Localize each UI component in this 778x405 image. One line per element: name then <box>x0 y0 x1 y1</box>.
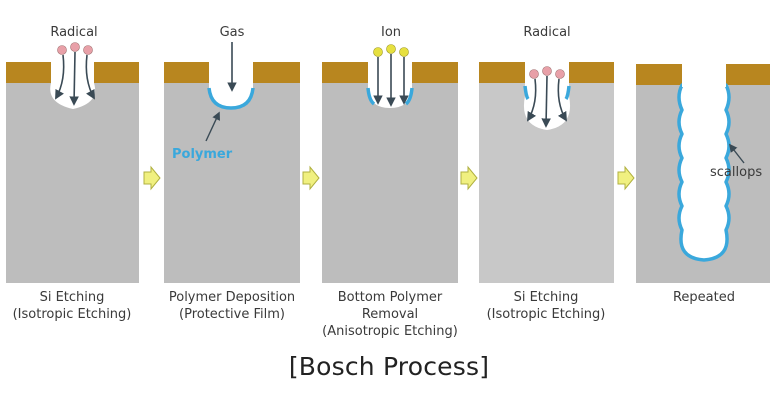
top-label-4: Radical <box>523 25 570 40</box>
ion-particles <box>373 44 409 57</box>
polymer-film <box>207 87 255 110</box>
svg-text:Polymer Deposition: Polymer Deposition <box>169 290 295 305</box>
radical-particles <box>57 42 93 55</box>
polymer-pointer <box>205 111 220 142</box>
svg-text:(Anisotropic Etching): (Anisotropic Etching) <box>322 324 458 339</box>
step-arrow-1 <box>143 165 161 191</box>
top-label-1: Radical <box>50 25 97 40</box>
svg-text:(Isotropic Etching): (Isotropic Etching) <box>13 307 132 322</box>
svg-text:Si Etching: Si Etching <box>40 290 105 305</box>
step-arrow-2 <box>302 165 320 191</box>
svg-text:(Isotropic Etching): (Isotropic Etching) <box>487 307 606 322</box>
svg-text:Bottom Polymer: Bottom Polymer <box>338 290 443 305</box>
radical-arrows <box>55 51 95 106</box>
polymer-label: Polymer <box>172 147 233 162</box>
deep-trench-scalloped <box>677 83 731 262</box>
caption-3: Bottom Polymer Removal (Anisotropic Etch… <box>322 290 458 339</box>
svg-text:Repeated: Repeated <box>673 290 735 305</box>
step-arrow-3 <box>460 165 478 191</box>
panel-si-etching-2 <box>479 62 614 283</box>
scallops-label: scallops <box>710 165 762 180</box>
panel-polymer-deposition <box>164 42 300 283</box>
top-label-2: Gas <box>220 25 245 40</box>
scallops-pointer <box>728 143 745 164</box>
caption-4: Si Etching (Isotropic Etching) <box>487 290 606 322</box>
ion-arrows <box>373 54 409 107</box>
caption-5: Repeated <box>673 290 735 305</box>
radical-arrows <box>527 75 567 128</box>
panel-si-etching-1 <box>6 42 139 283</box>
svg-text:(Protective Film): (Protective Film) <box>179 307 285 322</box>
panel-repeated <box>636 64 770 283</box>
radical-particles <box>529 66 565 79</box>
top-label-3: Ion <box>381 25 401 40</box>
svg-text:Si Etching: Si Etching <box>514 290 579 305</box>
caption-2: Polymer Deposition (Protective Film) <box>169 290 295 322</box>
caption-1: Si Etching (Isotropic Etching) <box>13 290 132 322</box>
step-arrow-4 <box>617 165 635 191</box>
step-arrows <box>143 165 635 191</box>
svg-text:Removal: Removal <box>362 307 418 322</box>
diagram-title: [Bosch Process] <box>288 352 490 381</box>
panel-bottom-polymer-removal <box>322 44 458 283</box>
